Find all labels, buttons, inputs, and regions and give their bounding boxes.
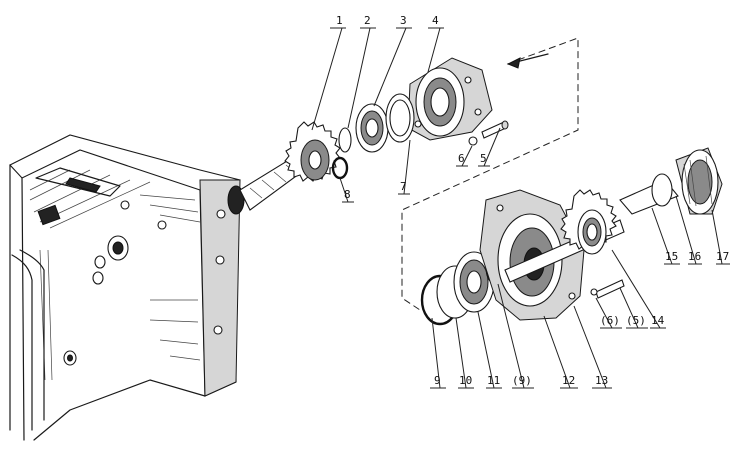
callout-7: 7: [400, 180, 407, 193]
callout-9-paren: (9): [512, 374, 532, 387]
callout-5-paren: (5): [626, 314, 646, 327]
callout-16: 16: [688, 250, 701, 263]
callout-leaders: [311, 27, 730, 389]
callout-13: 13: [595, 374, 608, 387]
callout-8: 8: [344, 188, 351, 201]
callout-5: 5: [480, 152, 487, 165]
callout-14: 14: [651, 314, 665, 327]
callout-17: 17: [716, 250, 729, 263]
callout-12: 12: [562, 374, 575, 387]
callout-3: 3: [400, 14, 407, 27]
input-shaft-assembly: [239, 103, 389, 211]
callout-2: 2: [364, 14, 371, 27]
ring-2: [338, 127, 352, 153]
bolt-5: [481, 120, 509, 139]
washer-6: [468, 136, 478, 146]
callout-11: 11: [487, 374, 500, 387]
callout-1: 1: [336, 14, 343, 27]
callout-6-paren: (6): [600, 314, 620, 327]
cover-plate-assembly: [385, 57, 509, 146]
callout-10: 10: [459, 374, 472, 387]
gearbox-housing: [9, 134, 245, 441]
callout-6: 6: [458, 152, 465, 165]
callout-15: 15: [665, 250, 678, 263]
lower-assembly: [420, 147, 723, 326]
callout-9: 9: [434, 374, 441, 387]
callout-4: 4: [432, 14, 439, 27]
callout-labels: 1 2 3 4 5 6 7 8 9 10 11 (9) 12 13 (6) (5…: [336, 14, 729, 387]
